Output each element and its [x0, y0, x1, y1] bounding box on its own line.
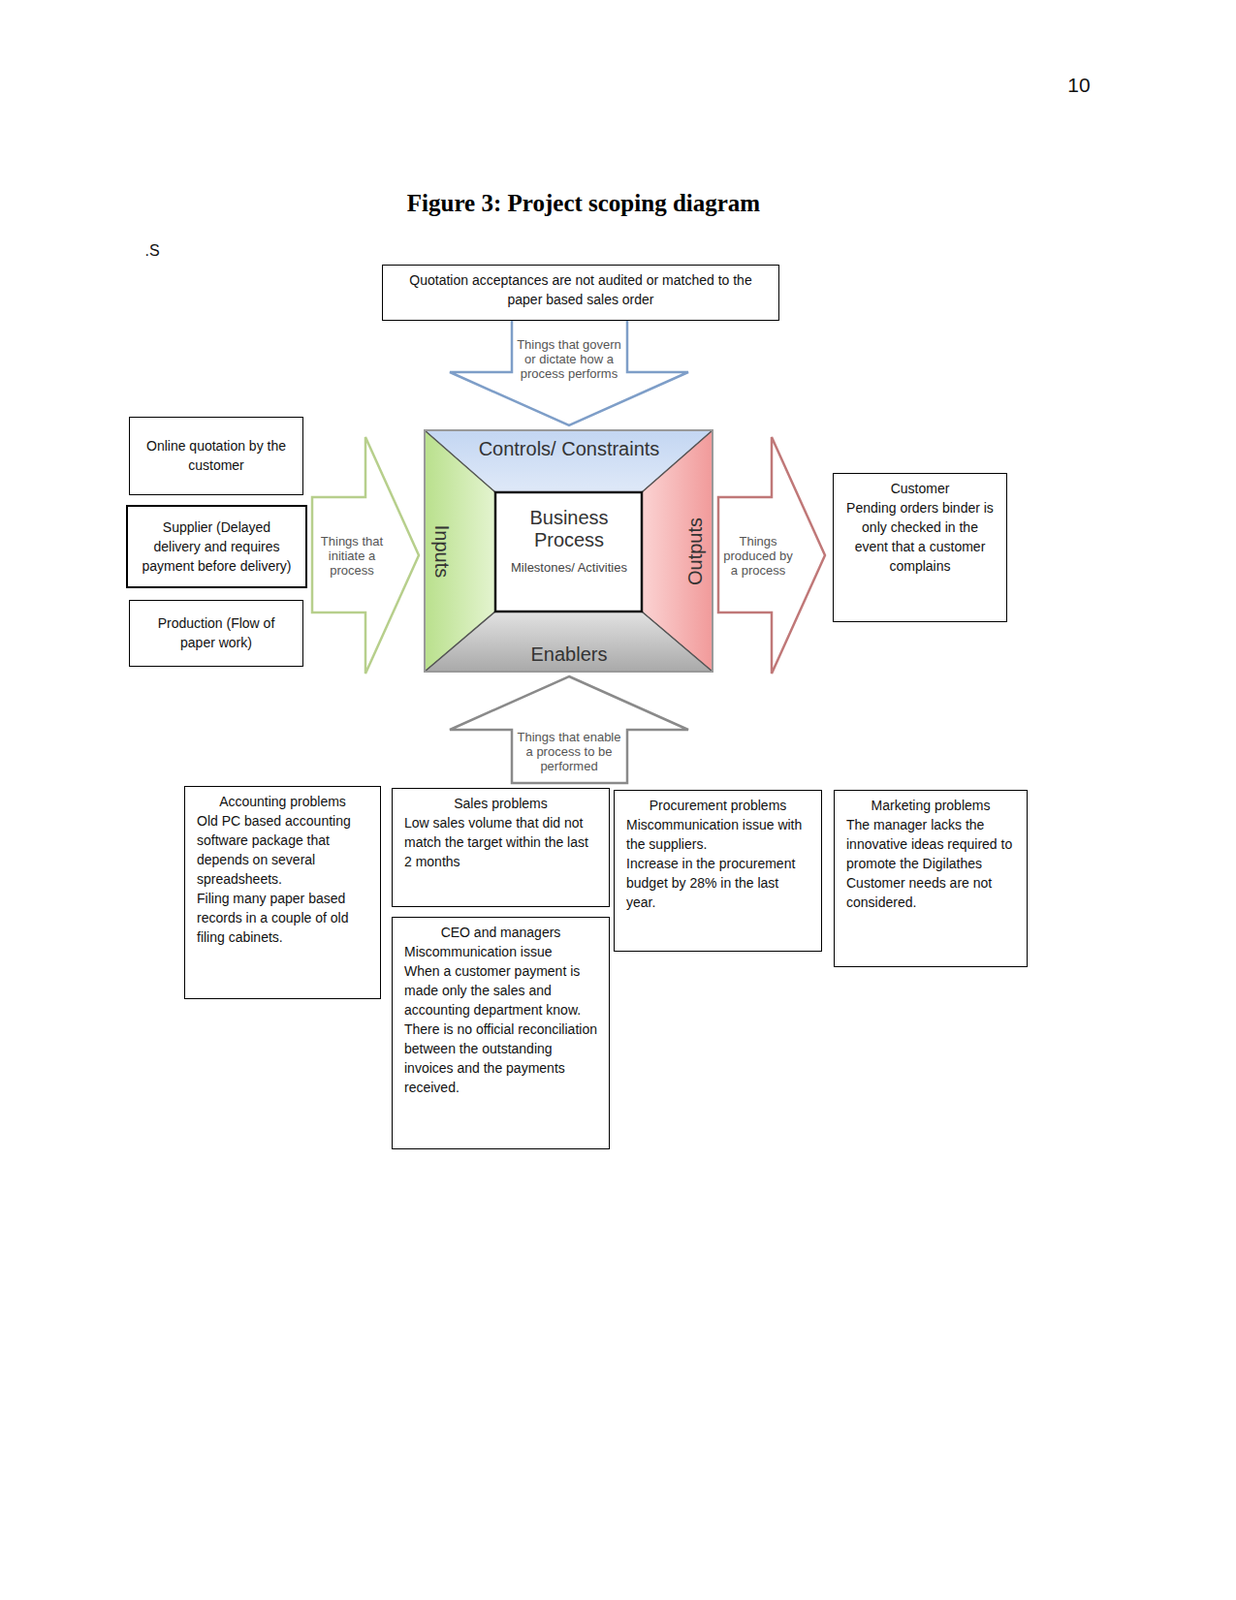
box-text: There is no official reconciliation betw…: [404, 1019, 598, 1098]
page-number: 10: [1049, 72, 1109, 97]
box-text: The manager lacks the innovative ideas r…: [846, 815, 1015, 874]
problem-box: Quotation acceptances are not audited or…: [381, 264, 780, 321]
box-text: Old PC based accounting software package…: [196, 811, 369, 889]
box-heading: Accounting problems: [196, 792, 369, 812]
box-text: Increase in the procurement budget by 28…: [626, 854, 810, 913]
box-heading: Customer: [845, 478, 995, 499]
diagram-label: Inputs: [430, 507, 454, 596]
diagram-label: Business Process: [501, 507, 637, 552]
process-box: [495, 492, 642, 612]
box-text: Filing many paper based records in a cou…: [196, 888, 369, 948]
diagram-label: Things that govern or dictate how a proc…: [516, 337, 622, 381]
control-arrow: [449, 319, 689, 426]
box-text: Miscommunication issue: [404, 942, 598, 962]
problem-box: Production (Flow of paper work): [128, 600, 304, 667]
box-heading: CEO and managers: [404, 922, 598, 943]
problem-box: Accounting problemsOld PC based accounti…: [184, 786, 381, 1000]
diagram-label: Things produced by a process: [723, 534, 793, 578]
diagram-label: Outputs: [683, 503, 707, 601]
box-text: Supplier (Delayed delivery and requires …: [139, 517, 294, 576]
diagram-label: Enablers: [501, 642, 637, 666]
problem-box: CEO and managersMiscommunication issueWh…: [391, 917, 610, 1150]
problem-box: Supplier (Delayed delivery and requires …: [126, 505, 308, 589]
problem-box: Sales problemsLow sales volume that did …: [391, 788, 610, 908]
problem-box: Procurement problemsMiscommunication iss…: [613, 790, 823, 952]
box-text: Quotation acceptances are not audited or…: [394, 270, 767, 310]
enabler-arrow: [449, 676, 689, 784]
output-arrow: [718, 437, 825, 674]
frame-edge: [641, 611, 713, 672]
box-text: Customer needs are not considered.: [846, 873, 1015, 913]
box-text: Pending orders binder is only checked in…: [845, 498, 995, 576]
box-text: Production (Flow of paper work): [141, 613, 291, 653]
stray-note: .S: [132, 241, 172, 260]
box-text: Online quotation by the customer: [141, 436, 291, 476]
diagram-label: Things that enable a process to be perfo…: [513, 729, 625, 774]
problem-box: CustomerPending orders binder is only ch…: [832, 473, 1008, 623]
diagram-label: Things that initiate a process: [316, 534, 387, 578]
figure-title: Figure 3: Project scoping diagram: [407, 190, 761, 218]
frame-edge: [424, 611, 496, 672]
diagram-label: Milestones/ Activities: [510, 560, 628, 576]
box-heading: Sales problems: [404, 793, 598, 814]
enablers-panel: [424, 611, 713, 672]
box-heading: Procurement problems: [626, 795, 810, 816]
diagram-label: Controls/ Constraints: [462, 437, 676, 461]
input-arrow: [312, 437, 419, 674]
frame-outline: [424, 430, 713, 672]
box-text: When a customer payment is made only the…: [404, 961, 598, 1020]
box-text: Miscommunication issue with the supplier…: [626, 815, 810, 855]
box-heading: Marketing problems: [846, 795, 1015, 816]
problem-box: Online quotation by the customer: [128, 416, 304, 496]
problem-box: Marketing problemsThe manager lacks the …: [833, 790, 1028, 968]
box-text: Low sales volume that did not match the …: [404, 813, 598, 872]
